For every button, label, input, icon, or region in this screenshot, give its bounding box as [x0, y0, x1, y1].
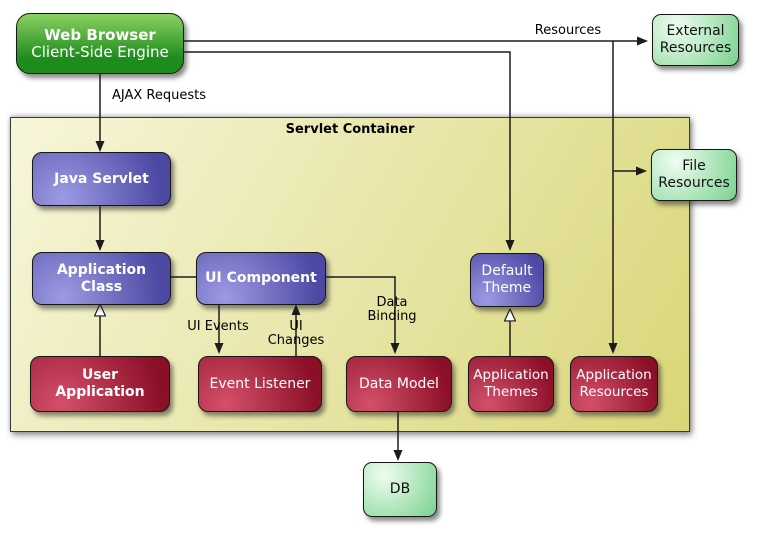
node-web-browser: Web Browser Client-Side Engine	[16, 13, 184, 74]
web-browser-title: Web Browser	[44, 25, 156, 44]
node-default-theme: Default Theme	[470, 253, 544, 307]
node-application-resources: Application Resources	[570, 356, 658, 412]
node-external-resources: External Resources	[652, 14, 739, 66]
file-resources-line2: Resources	[658, 175, 730, 191]
label-ajax-requests: AJAX Requests	[112, 88, 207, 103]
edge-browser-to-default-theme	[183, 51, 515, 251]
servlet-container-title: Servlet Container	[285, 122, 415, 137]
node-java-servlet: Java Servlet	[32, 152, 171, 206]
file-resources-line1: File	[682, 158, 706, 174]
label-resources: Resources	[534, 23, 602, 38]
user-application-line1: User	[81, 367, 119, 383]
application-class-line1: Application	[56, 261, 147, 278]
node-user-application: User Application	[30, 356, 170, 412]
edge-data-binding	[325, 276, 400, 354]
application-resources-line2: Resources	[579, 384, 649, 400]
node-db: DB	[363, 462, 437, 517]
application-themes-line2: Themes	[484, 384, 538, 400]
ui-component-label: UI Component	[205, 270, 317, 286]
application-class-line2: Class	[80, 278, 123, 295]
label-ui-events: UI Events	[187, 319, 249, 334]
external-resources-line1: External	[666, 23, 725, 39]
node-application-themes: Application Themes	[468, 356, 554, 412]
label-data-binding: Data Binding	[364, 296, 420, 324]
label-data-binding-line2: Binding	[367, 309, 417, 324]
application-resources-line1: Application	[576, 367, 652, 383]
node-event-listener: Event Listener	[198, 356, 322, 412]
data-model-label: Data Model	[359, 375, 439, 392]
label-ui-changes: UI Changes	[267, 319, 325, 348]
user-application-line2: Application	[55, 384, 145, 400]
default-theme-line1: Default	[481, 263, 533, 279]
node-data-model: Data Model	[346, 356, 452, 412]
java-servlet-label: Java Servlet	[54, 170, 149, 187]
external-resources-line2: Resources	[659, 40, 732, 56]
event-listener-label: Event Listener	[209, 375, 311, 392]
node-ui-component: UI Component	[196, 252, 326, 305]
node-file-resources: File Resources	[651, 149, 737, 201]
application-themes-line1: Application	[473, 367, 549, 383]
label-data-binding-line1: Data	[376, 295, 408, 310]
default-theme-line2: Theme	[482, 280, 532, 296]
db-label: DB	[389, 481, 411, 497]
web-browser-subtitle: Client-Side Engine	[31, 42, 169, 61]
node-application-class: Application Class	[32, 252, 171, 305]
